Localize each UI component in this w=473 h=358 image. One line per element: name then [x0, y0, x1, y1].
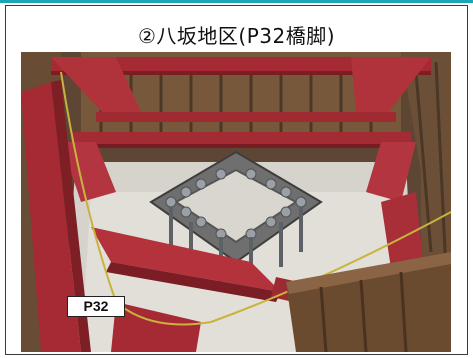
- pier-label: P32: [67, 296, 125, 317]
- panel-title: ②八坂地区(P32橋脚): [137, 24, 336, 48]
- mid-waler-ring: [61, 132, 416, 202]
- accent-rule: [0, 0, 473, 3]
- support-cable: [60, 71, 212, 326]
- foreground-steel-box: [286, 252, 451, 352]
- upper-strut-frame: [51, 57, 431, 122]
